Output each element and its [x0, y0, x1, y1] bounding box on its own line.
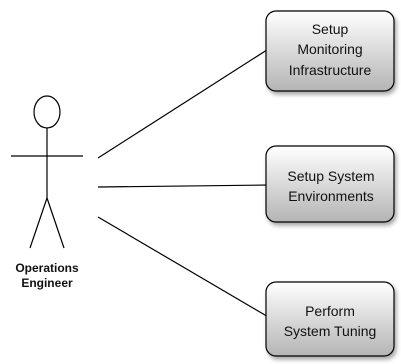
use-case-box [265, 145, 395, 223]
use-case-box [265, 10, 395, 92]
use-case-perform-tuning[interactable]: Perform System Tuning [265, 281, 395, 357]
actor-operations-engineer [11, 95, 83, 249]
use-case-setup-monitoring[interactable]: Setup Monitoring Infrastructure [265, 10, 395, 92]
use-case-label-line: Setup System [287, 168, 374, 184]
association-line-tuning [97, 216, 271, 319]
actor-head-icon [33, 95, 61, 129]
use-case-setup-environments[interactable]: Setup System Environments [265, 145, 395, 223]
associations [97, 47, 271, 319]
actor-name-line-2: Engineer [21, 276, 73, 290]
association-line-monitoring [97, 47, 271, 159]
use-case-label-line: System Tuning [284, 323, 377, 339]
use-case-label-line: Perform [305, 303, 355, 319]
association-line-environments [97, 184, 271, 188]
actor-name-line-1: Operations [15, 261, 79, 275]
use-case-label-line: Monitoring [297, 41, 362, 57]
actor-right-leg-icon [46, 197, 65, 249]
actor-left-leg-icon [29, 197, 48, 249]
use-case-label-line: Infrastructure [289, 62, 372, 78]
use-case-label-line: Environments [288, 188, 374, 204]
use-case-label-line: Setup [312, 21, 349, 37]
use-case-box [265, 281, 395, 357]
